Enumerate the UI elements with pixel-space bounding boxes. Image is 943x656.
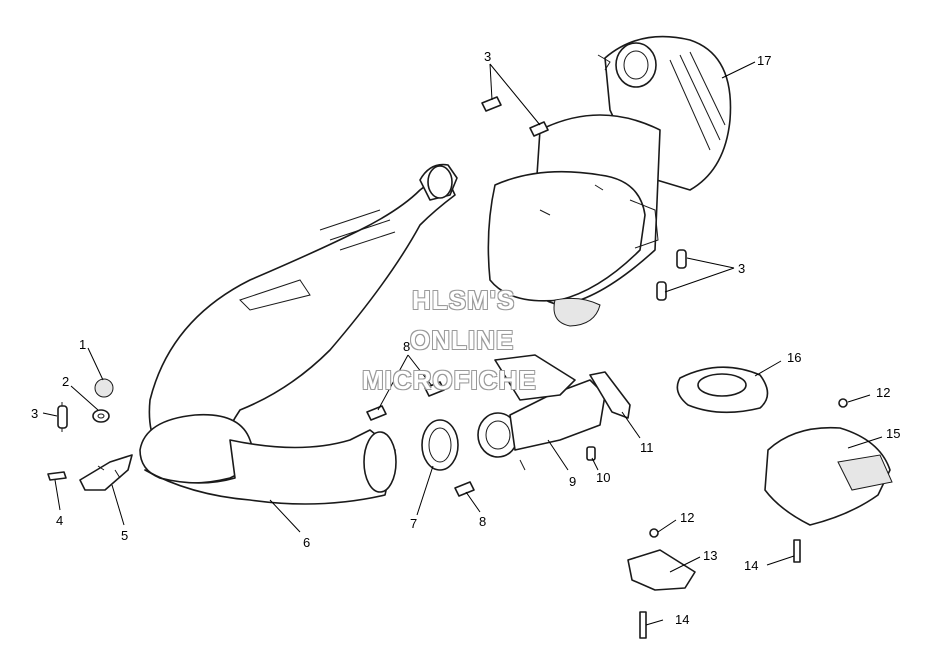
watermark-line-2: ONLINE xyxy=(410,325,515,355)
callout-4: 4 xyxy=(56,513,63,528)
part-2-washer xyxy=(92,409,110,423)
part-12-nut-lower xyxy=(649,528,659,538)
callout-3: 3 xyxy=(484,49,491,64)
callout-10: 10 xyxy=(596,470,610,485)
callout-6: 6 xyxy=(303,535,310,550)
callout-8: 8 xyxy=(403,339,410,354)
part-11-gasket xyxy=(589,371,631,419)
callout-15: 15 xyxy=(886,426,900,441)
callout-8: 8 xyxy=(479,514,486,529)
callout-2: 2 xyxy=(62,374,69,389)
part-3-spring-left xyxy=(57,402,68,432)
callout-17: 17 xyxy=(757,53,771,68)
callout-7: 7 xyxy=(410,516,417,531)
part-3-spring-top xyxy=(481,96,549,137)
callout-12: 12 xyxy=(680,510,694,525)
part-7-seal-ring xyxy=(421,419,459,471)
callout-5: 5 xyxy=(121,528,128,543)
callout-14: 14 xyxy=(744,558,758,573)
callout-1: 1 xyxy=(79,337,86,352)
callout-labels: 1 2 3 3 3 4 5 6 7 8 8 9 10 11 12 12 13 1… xyxy=(31,49,900,627)
leader-lines xyxy=(42,61,883,626)
callout-3: 3 xyxy=(738,261,745,276)
part-14-screw-right xyxy=(793,539,801,563)
part-9-manifold xyxy=(477,354,606,471)
part-14-screw-lower xyxy=(639,611,647,639)
part-5-mount-bracket xyxy=(79,454,133,491)
part-15-heat-shield xyxy=(764,426,893,526)
watermark-line-1: HLSM'S xyxy=(412,285,516,315)
callout-14: 14 xyxy=(675,612,689,627)
callout-12: 12 xyxy=(876,385,890,400)
part-3-spring-right xyxy=(656,249,687,301)
part-6-expansion-chamber xyxy=(139,163,458,505)
callout-11: 11 xyxy=(640,440,654,455)
part-17-muffler-body xyxy=(487,114,661,327)
part-4-bolt xyxy=(47,471,67,481)
callout-13: 13 xyxy=(703,548,717,563)
part-13-bracket xyxy=(627,549,696,591)
part-1-grommet xyxy=(94,378,114,398)
part-12-nut-right xyxy=(838,398,848,408)
part-8-spring-lower xyxy=(454,481,475,497)
callout-3: 3 xyxy=(31,406,38,421)
part-8-spring-upper xyxy=(366,381,445,421)
part-10-stud xyxy=(586,446,596,461)
callout-9: 9 xyxy=(569,474,576,489)
callout-16: 16 xyxy=(787,350,801,365)
part-16-flange-gasket xyxy=(676,366,769,414)
watermark-line-3: MICROFICHE xyxy=(362,365,537,395)
